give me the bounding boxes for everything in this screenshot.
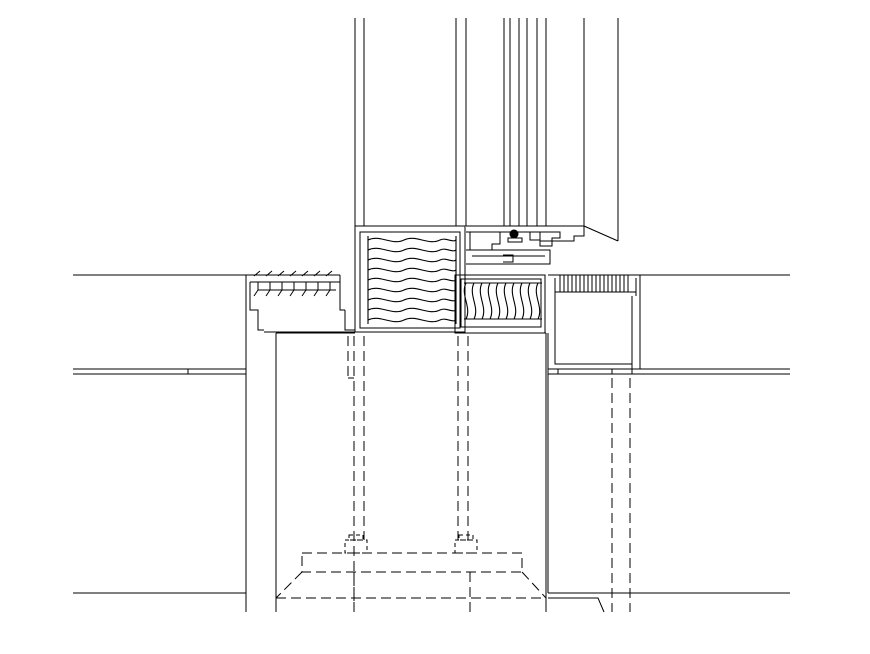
left-grille [249,270,355,333]
hidden-lines [275,336,631,612]
right-slab [547,274,790,613]
left-slab [73,274,250,612]
upper-frame-verticals [354,18,619,242]
base-frame-box [354,225,546,334]
lower-column [275,332,547,612]
drawing-linework [73,18,790,613]
sash-profile [466,225,585,265]
right-grille [554,274,640,296]
bolt-heads [344,534,478,554]
insulation-left [367,236,457,324]
insulation-right [463,282,542,320]
